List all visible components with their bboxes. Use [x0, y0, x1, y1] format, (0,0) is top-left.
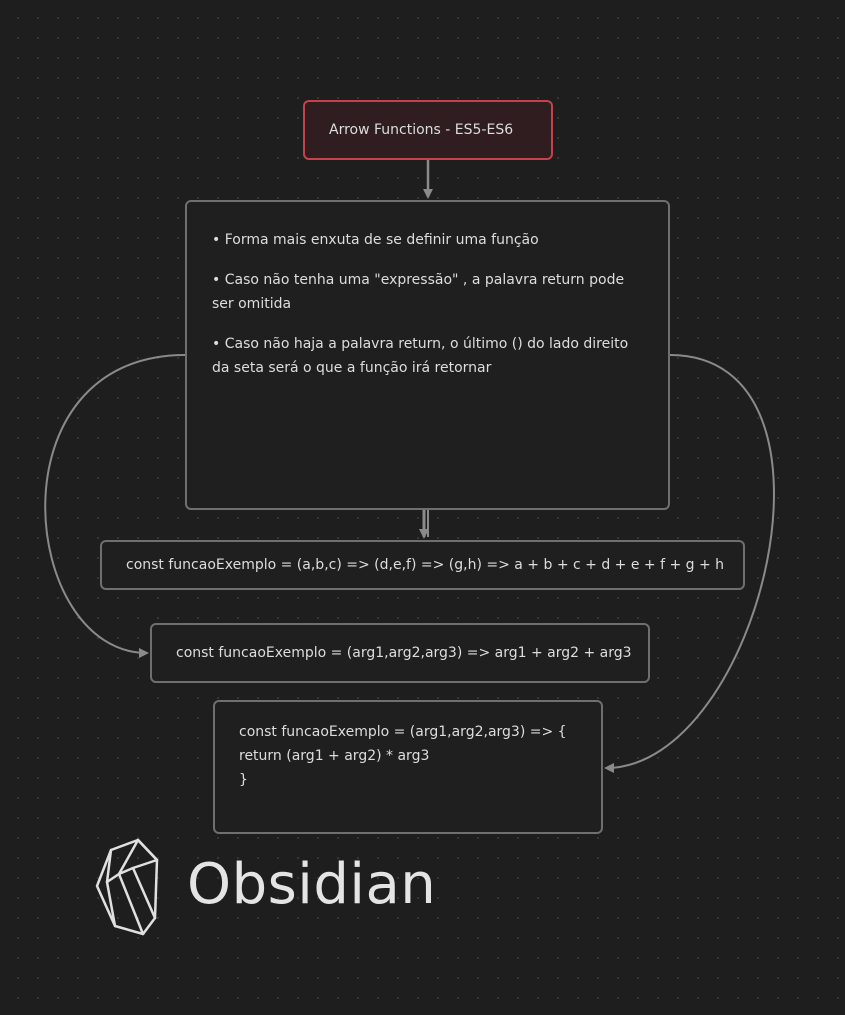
node-title[interactable]: Arrow Functions - ES5-ES6 — [303, 100, 553, 160]
code-line: return (arg1 + arg2) * arg3 — [239, 748, 430, 764]
node-implicit-return-example[interactable]: const funcaoExemplo = (arg1,arg2,arg3) =… — [150, 623, 650, 683]
obsidian-logo-icon — [95, 838, 159, 936]
obsidian-wordmark: Obsidian — [187, 852, 437, 917]
node-arrow-functions-notes[interactable]: • Forma mais enxuta de se definir uma fu… — [185, 200, 670, 510]
node-title-text: Arrow Functions - ES5-ES6 — [329, 122, 514, 138]
code-line: const funcaoExemplo = (arg1,arg2,arg3) =… — [176, 645, 632, 661]
obsidian-branding: Obsidian — [93, 838, 438, 938]
node-curried-example[interactable]: const funcaoExemplo = (a,b,c) => (d,e,f)… — [100, 540, 745, 590]
bullet-item: • Forma mais enxuta de se definir uma fu… — [212, 232, 539, 248]
code-line: const funcaoExemplo = (arg1,arg2,arg3) =… — [239, 724, 567, 740]
bullet-item: • Caso não tenha uma "expressão" , a pal… — [212, 272, 625, 312]
code-line: const funcaoExemplo = (a,b,c) => (d,e,f)… — [126, 557, 725, 573]
code-line: } — [239, 772, 248, 788]
node-explicit-return-example[interactable]: const funcaoExemplo = (arg1,arg2,arg3) =… — [213, 700, 603, 834]
bullet-item: • Caso não haja a palavra return, o últi… — [212, 336, 629, 376]
edge-main-to-implicit — [44, 354, 186, 658]
